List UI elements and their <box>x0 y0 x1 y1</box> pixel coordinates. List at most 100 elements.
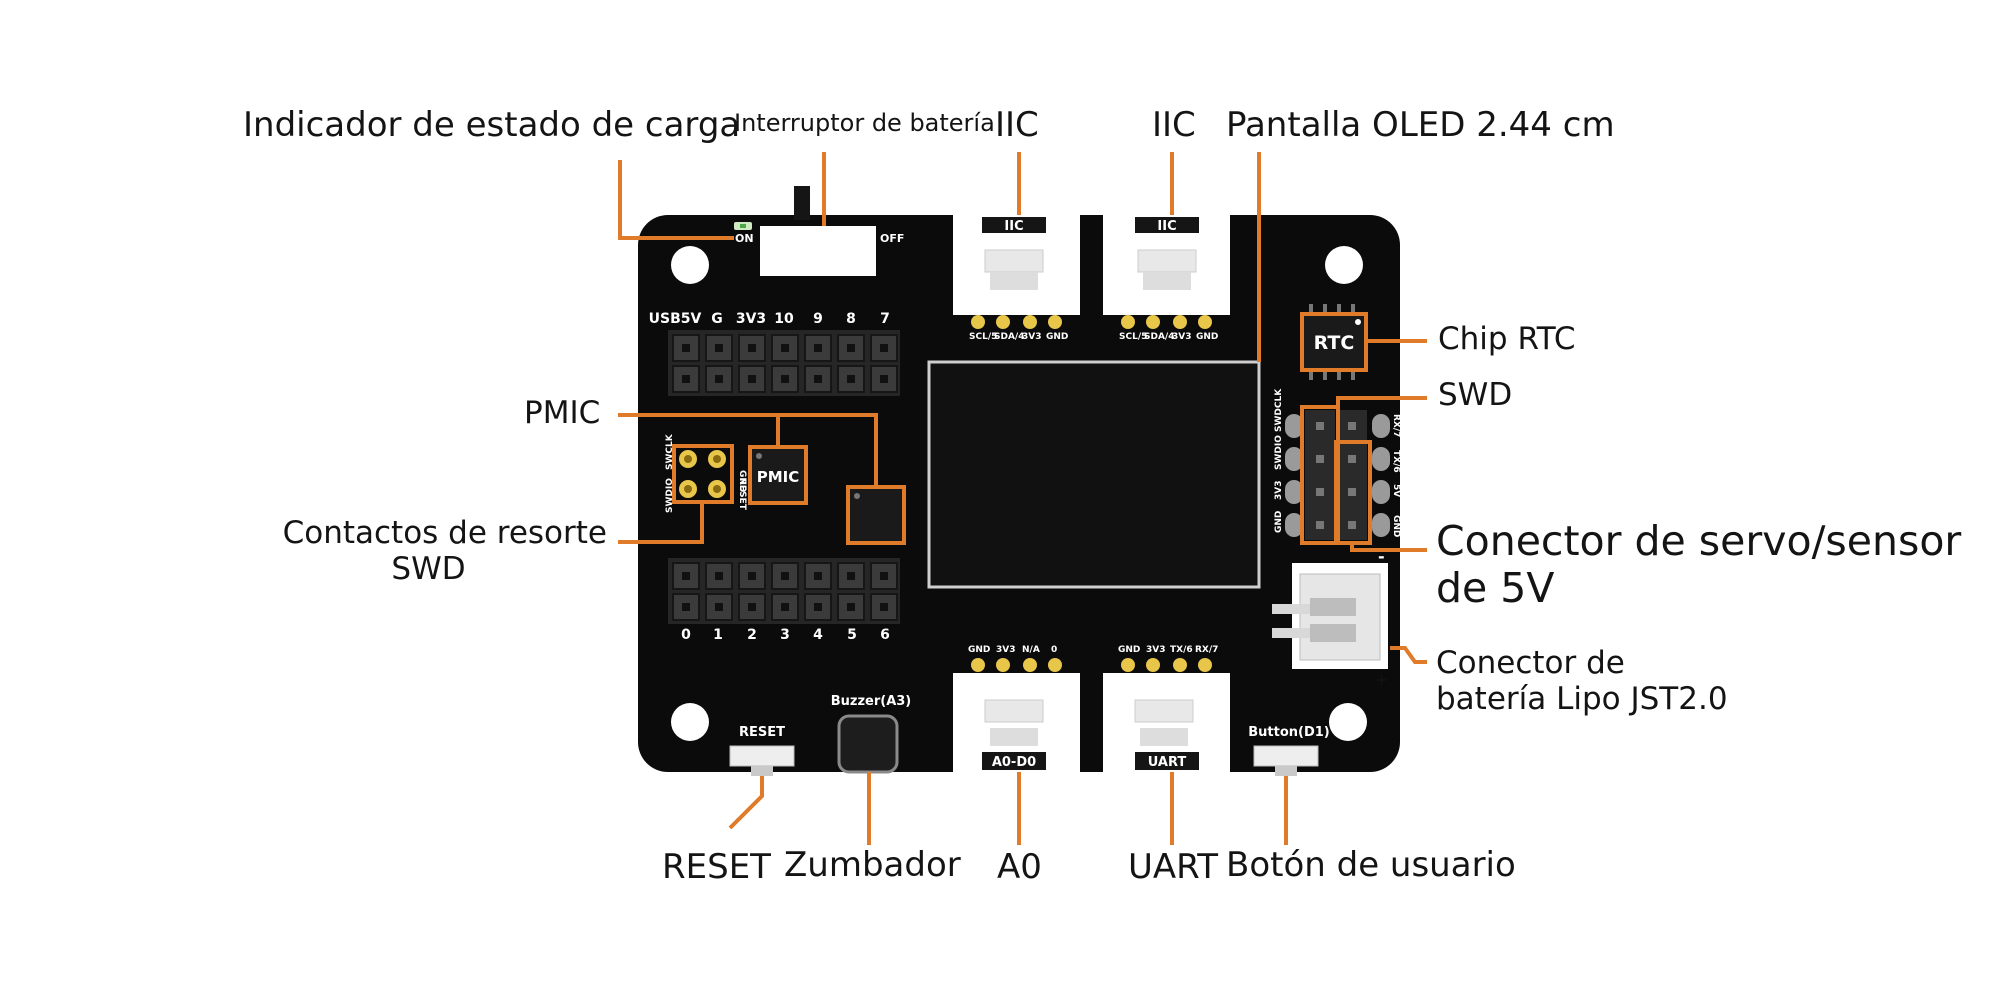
iic-right-pads <box>1121 315 1212 329</box>
svg-text:0: 0 <box>681 627 691 643</box>
uart-pin-label: RX/7 <box>1195 645 1218 655</box>
iic-left-pin-label: SCL/5 <box>969 332 997 342</box>
svg-text:3: 3 <box>780 627 790 643</box>
svg-text:USB5V: USB5V <box>649 311 702 327</box>
svg-text:9: 9 <box>813 311 823 327</box>
jst-minus-label: - <box>1378 547 1385 566</box>
iic-left-pin-label: 3V3 <box>1022 332 1042 342</box>
iic-right-pin-label: SCL/5 <box>1119 332 1147 342</box>
callout-iic-right: IIC <box>1152 105 1196 145</box>
svg-text:7: 7 <box>880 311 890 327</box>
svg-text:5: 5 <box>847 627 857 643</box>
spring-contact-pads <box>679 450 726 498</box>
callout-buzzer: Zumbador <box>784 845 961 885</box>
a0-connector-pads <box>971 658 1062 672</box>
swd-pin-label: GND <box>1274 511 1284 533</box>
svg-text:IIC: IIC <box>1004 219 1023 234</box>
svg-text:4: 4 <box>813 627 823 643</box>
iic-right-pin-label: SDA/4 <box>1144 332 1174 342</box>
iic-right-pin-label: GND <box>1196 332 1218 342</box>
svg-text:A0-D0: A0-D0 <box>992 755 1036 770</box>
callout-oled: Pantalla OLED 2.44 cm <box>1226 105 1615 145</box>
uart-connector-pads <box>1121 658 1212 672</box>
callout-charge-indicator: Indicador de estado de carga <box>243 105 741 145</box>
callout-swd: SWD <box>1438 377 1513 413</box>
button-silkscreen: Button(D1) <box>1248 725 1330 740</box>
iic-left-pin-label: SDA/4 <box>994 332 1024 342</box>
pmic-secondary-chip <box>846 485 906 545</box>
iic-left-pads <box>971 315 1062 329</box>
callout-servo-line1: Conector de servo/sensor <box>1436 517 1962 565</box>
mounting-hole <box>671 703 709 741</box>
spring-pin-label: SWCLK <box>665 433 675 470</box>
iic-connector-right: IIC <box>1103 215 1230 315</box>
leader-reset <box>728 776 764 830</box>
iic-connector-left: IIC <box>953 215 1080 315</box>
bottom-pin-header <box>668 558 900 624</box>
callout-battery-connector: Conector de batería Lipo JST2.0 <box>1436 645 1728 717</box>
svg-text:1: 1 <box>713 627 723 643</box>
callout-servo-line2: de 5V <box>1436 564 1555 613</box>
switch-off-label: OFF <box>880 232 904 245</box>
top-pin-header <box>668 330 900 396</box>
svg-text:8: 8 <box>846 311 856 327</box>
spring-pin-label: SWDIO <box>665 478 675 513</box>
servo-pin-label: RX/7 <box>1391 414 1401 437</box>
uart-pin-label: 3V3 <box>1146 645 1166 655</box>
switch-on-label: ON <box>735 232 754 245</box>
leader-charge-indicator <box>618 160 734 240</box>
battery-switch <box>760 226 876 276</box>
a0-connector: A0-D0 <box>953 673 1080 772</box>
swd-pin-pads-left <box>1285 414 1303 537</box>
swd-pin-label: 3V3 <box>1274 481 1284 501</box>
spring-pin-label: RESET <box>737 478 747 511</box>
mounting-hole <box>1325 246 1363 284</box>
callout-spring-contacts-line2: SWD <box>391 550 466 587</box>
callout-spring-contacts-line1: Contactos de resorte <box>282 515 607 551</box>
uart-connector: UART <box>1103 673 1230 772</box>
rtc-chip: RTC <box>1300 304 1368 380</box>
mounting-hole <box>671 246 709 284</box>
svg-text:6: 6 <box>880 627 890 643</box>
pmic-chip-label: PMIC <box>757 468 800 486</box>
a0-pin-label: 0 <box>1051 645 1057 655</box>
leader-servo <box>1350 543 1427 552</box>
servo-pin-label: TX/6 <box>1391 450 1401 473</box>
servo-pin-label: GND <box>1391 515 1401 537</box>
callout-user-button: Botón de usuario <box>1226 845 1516 885</box>
oled-display <box>927 360 1261 589</box>
reset-button <box>729 745 795 767</box>
callout-servo-connector: Conector de servo/sensor de 5V <box>1436 517 1962 613</box>
buzzer <box>837 714 899 774</box>
mounting-hole <box>1329 703 1367 741</box>
callout-battery-line2: batería Lipo JST2.0 <box>1436 680 1728 717</box>
callout-battery-line1: Conector de <box>1436 645 1625 681</box>
jst-plus-label: + <box>1375 670 1388 689</box>
callout-spring-contacts: Contactos de resorte SWD <box>250 515 607 587</box>
leader-swd <box>1336 396 1427 407</box>
swd-pin-header <box>1305 410 1367 540</box>
callout-leader-lines <box>618 152 1427 845</box>
servo-pin-pads-right <box>1372 414 1390 537</box>
a0-pin-label: N/A <box>1022 645 1040 655</box>
svg-text:10: 10 <box>774 311 794 327</box>
svg-text:UART: UART <box>1148 755 1187 770</box>
top-header-labels: USB5V G 3V3 10 9 8 7 <box>649 311 890 327</box>
leader-pmic <box>618 413 878 487</box>
bottom-header-labels: 0 1 2 3 4 5 6 <box>681 627 890 643</box>
callout-rtc: Chip RTC <box>1438 321 1576 357</box>
swd-pin-label: SWDCLK <box>1274 388 1284 432</box>
leader-spring-contacts <box>618 502 704 544</box>
uart-pin-label: GND <box>1118 645 1140 655</box>
leader-battery <box>1390 646 1427 664</box>
svg-text:RTC: RTC <box>1314 332 1355 354</box>
iic-right-pin-label: 3V3 <box>1172 332 1192 342</box>
callout-reset: RESET <box>662 847 771 887</box>
svg-text:2: 2 <box>747 627 757 643</box>
user-button <box>1253 745 1319 767</box>
a0-pin-label: 3V3 <box>996 645 1016 655</box>
svg-text:3V3: 3V3 <box>736 311 766 327</box>
reset-silkscreen: RESET <box>739 725 785 740</box>
